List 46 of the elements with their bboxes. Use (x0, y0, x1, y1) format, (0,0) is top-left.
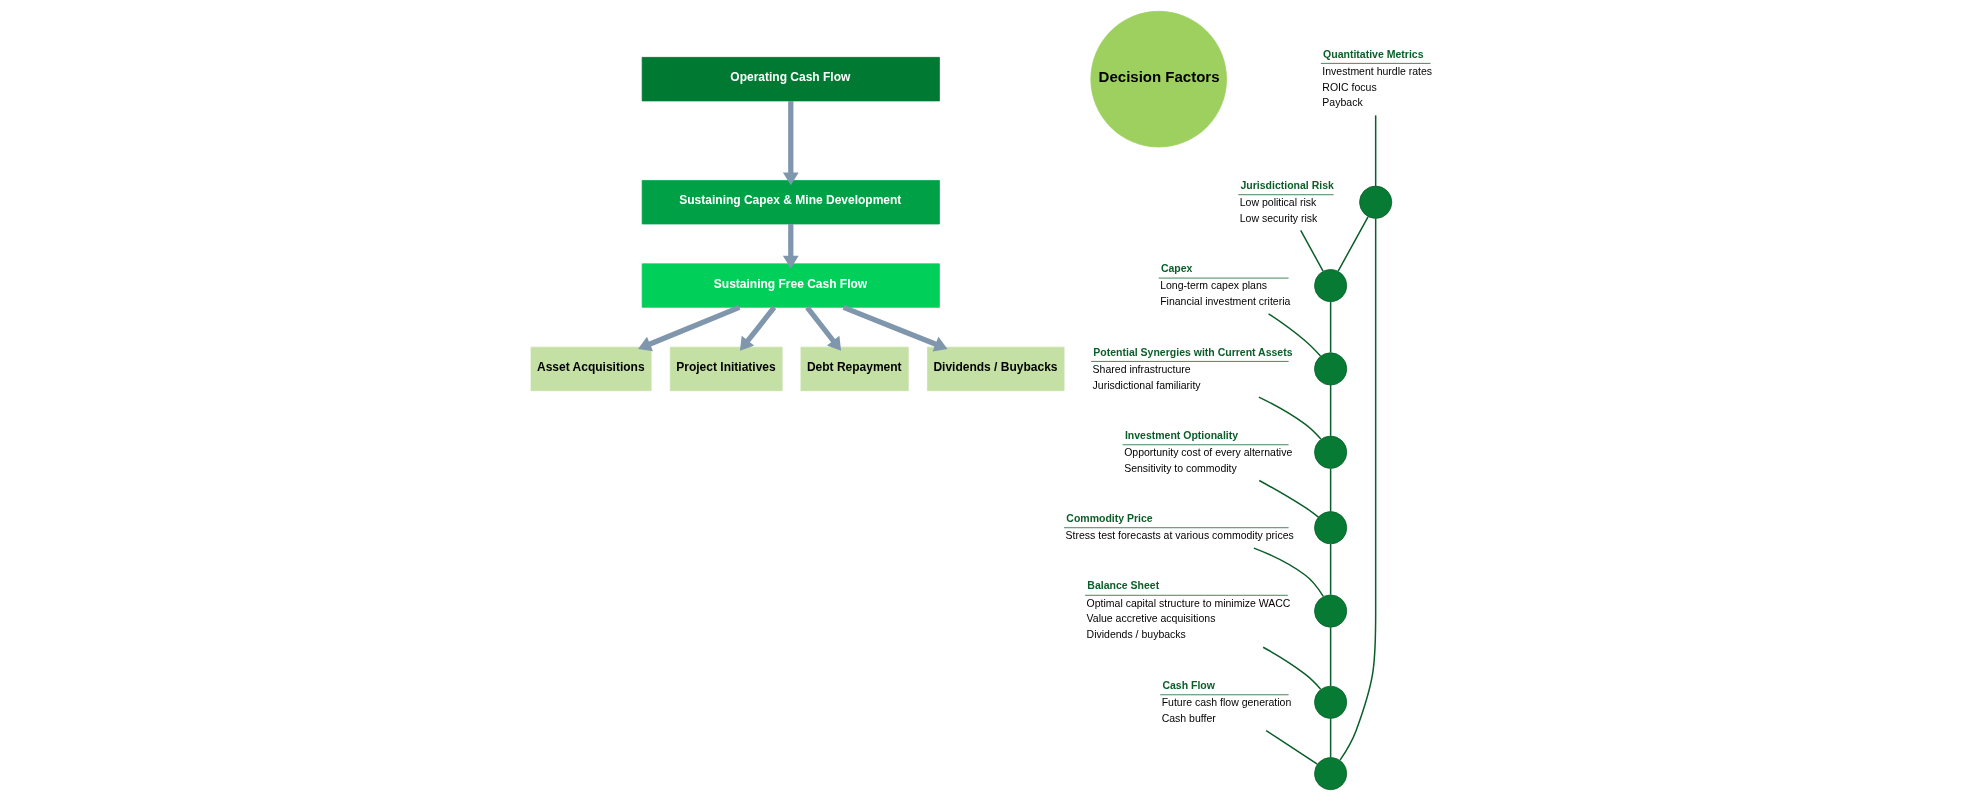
node-text: Jurisdictional Risk Low political risk Low security risk (1239, 178, 1334, 224)
node-circle: Decision Factors (1090, 10, 1227, 148)
connector (1329, 300, 1332, 354)
node-circle (1314, 685, 1348, 719)
node-circle (1314, 269, 1348, 303)
node-circle (1314, 594, 1348, 628)
node-text: Quantitative Metrics Investment hurdle rates ROIC focus Payback (1322, 47, 1433, 109)
arrow (638, 304, 741, 352)
connector (1329, 626, 1332, 687)
connector (1262, 646, 1322, 690)
node-circle (1314, 511, 1348, 545)
node-box: Asset Acquisitions (530, 346, 652, 392)
arrow (842, 304, 948, 352)
node-box: Dividends / Buybacks (927, 346, 1065, 392)
arrow (782, 224, 799, 269)
node-circle (1314, 757, 1348, 791)
node-circle (1314, 435, 1348, 469)
connector (1267, 313, 1322, 357)
connector (1329, 384, 1332, 437)
node-text: Potential Synergies with Current Assets Shared infrastructure Jurisdictional familiarity (1092, 345, 1293, 391)
node-circle (1359, 185, 1393, 219)
node-box: Project Initiatives (669, 346, 783, 392)
arrow (782, 101, 799, 186)
node-text: Investment Optionality Opportunity cost of every alternative Sensitivity to commodity (1124, 428, 1293, 474)
connector (1265, 729, 1319, 765)
node-text: Capex Long-term capex plans Financial investment criteria (1160, 262, 1291, 308)
node-box: Sustaining Capex & Mine Development (641, 180, 940, 225)
node-text: Commodity Price Stress test forecasts at various commodity prices (1065, 511, 1294, 542)
connector (1374, 114, 1377, 187)
arrow (805, 305, 842, 351)
arrow (739, 305, 777, 351)
connector (1258, 396, 1322, 440)
connector (1329, 717, 1332, 759)
node-box: Sustaining Free Cash Flow (641, 263, 940, 308)
node-text: Balance Sheet Optimal capital structure to minimize WACC Value accretive acquisitions Dividends / buybacks (1086, 579, 1291, 641)
connector (1337, 216, 1369, 272)
connector (1329, 467, 1332, 513)
connector (1329, 543, 1332, 596)
node-text: Cash Flow Future cash flow generation Cash buffer (1161, 678, 1292, 724)
node-box: Debt Repayment (800, 346, 909, 392)
connector (1299, 229, 1324, 272)
connector (1339, 217, 1377, 761)
node-box: Operating Cash Flow (641, 57, 940, 102)
connector (1258, 479, 1320, 518)
node-circle (1314, 352, 1348, 386)
connector (1253, 547, 1324, 598)
